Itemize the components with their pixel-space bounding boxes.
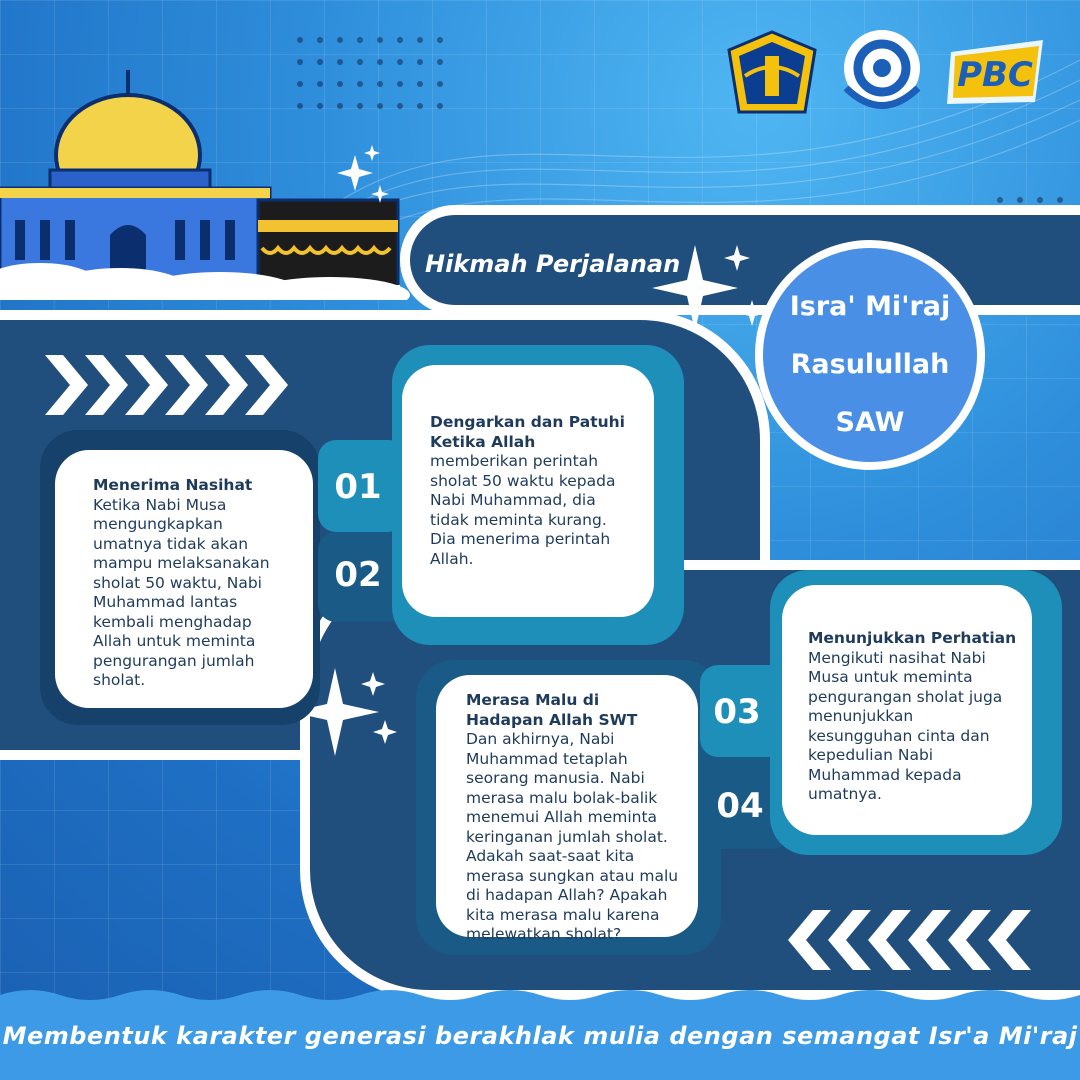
number-tab-02: [318, 532, 406, 622]
card-02-body: Ketika Nabi Musa mengungkapkan umatnya t…: [93, 495, 270, 690]
step-number-03: 03: [713, 692, 761, 732]
sparkle-icon-2: [291, 668, 397, 756]
sparkle-icon: [652, 245, 765, 331]
card-04-heading: Merasa Malu di Hadapan Allah SWT: [466, 691, 638, 729]
card-04-body: Dan akhirnya, Nabi Muhammad tetaplah seo…: [466, 730, 679, 943]
card-01: Dengarkan dan Patuhi Ketika Allah member…: [402, 365, 654, 617]
card-01-body: memberikan perintah sholat 50 waktu kepa…: [430, 452, 616, 568]
pbc-logo: PBC: [943, 32, 1053, 112]
card-01-heading: Dengarkan dan Patuhi Ketika Allah: [430, 413, 625, 451]
title-circle: Isra' Mi'raj Rasulullah SAW: [763, 248, 977, 462]
footer-wave: [0, 990, 1080, 1080]
footer-tagline: Membentuk karakter generasi berakhlak mu…: [2, 1022, 1078, 1050]
card-04: Merasa Malu di Hadapan Allah SWT Dan akh…: [436, 675, 698, 943]
header-small-title: Hikmah Perjalanan: [425, 250, 681, 278]
card-02-heading: Menerima Nasihat: [93, 476, 253, 494]
card-02: Menerima Nasihat Ketika Nabi Musa mengun…: [55, 450, 313, 708]
card-03-body: Mengikuti nasihat Nabi Musa untuk memint…: [808, 648, 1003, 804]
circle-title-line-1: Isra' Mi'raj: [789, 291, 951, 322]
mosque-kaaba-illustration: [0, 70, 410, 300]
circle-title-line-3: SAW: [835, 407, 905, 438]
pbc-logo-text: PBC: [957, 55, 1033, 95]
card-03-heading: Menunjukkan Perhatian: [808, 629, 1017, 647]
circle-title-line-2: Rasulullah: [790, 349, 950, 380]
number-tab-01: [318, 440, 406, 532]
card-03: Menunjukkan Perhatian Mengikuti nasihat …: [782, 585, 1032, 835]
step-number-01: 01: [334, 467, 382, 507]
chevrons-left-icon: [788, 910, 1031, 970]
chevrons-right-icon: [45, 355, 288, 415]
step-number-02: 02: [334, 555, 382, 595]
kemenkeu-logo: [725, 28, 820, 118]
step-number-04: 04: [716, 786, 764, 826]
wco-logo: [832, 28, 932, 120]
